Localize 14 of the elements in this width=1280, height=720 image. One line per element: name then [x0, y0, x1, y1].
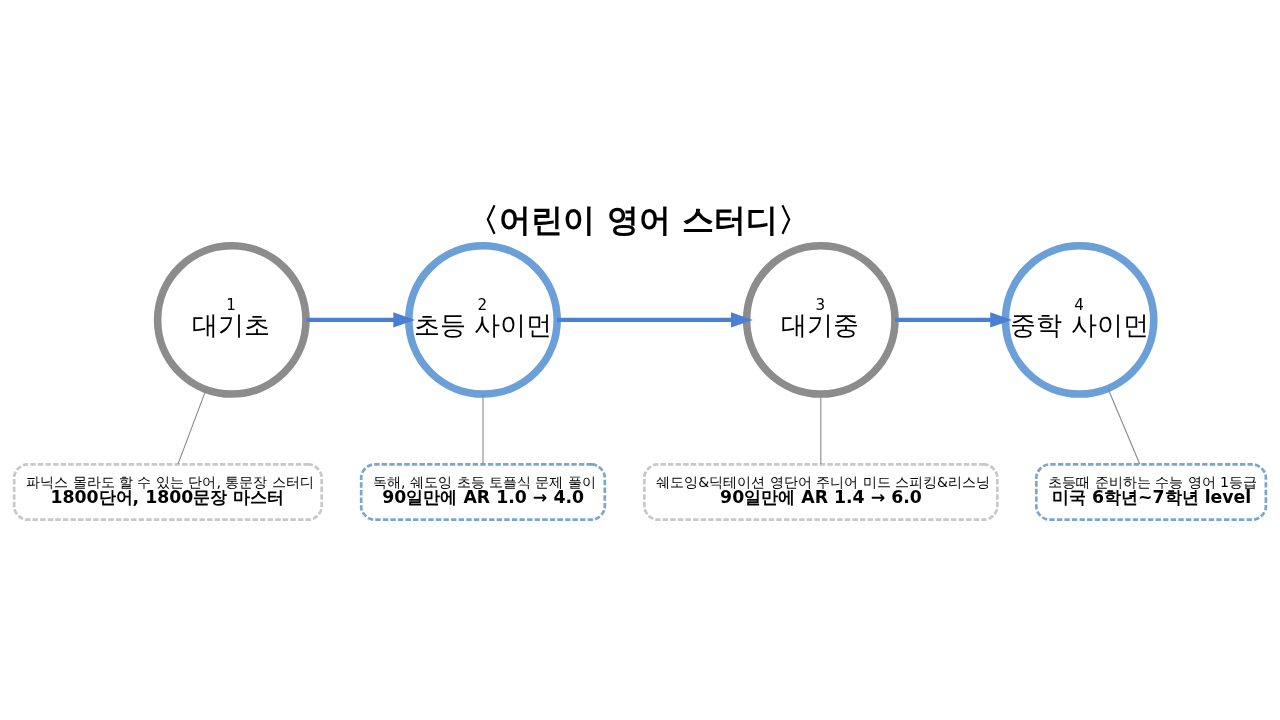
connector: [1107, 387, 1141, 465]
node-circle: 3 대기중: [742, 241, 899, 398]
node-circle: 1 대기초: [153, 241, 310, 398]
arrow: [895, 311, 1012, 327]
node-box: 쉐도잉&딕테이션 영단어 주니어 미드 스피킹&리스닝 90일만에 AR 1.4 → 6.0: [642, 462, 999, 521]
node-circle: 4 중학 사이먼: [1001, 241, 1158, 398]
arrow: [557, 311, 753, 327]
arrow: [306, 311, 416, 327]
node-box: 독해, 쉐도잉 초등 토플식 문제 풀이 90일만에 AR 1.0 → 4.0: [359, 462, 607, 521]
diagram-title: 〈어린이 영어 스터디〉: [467, 200, 810, 239]
node-box: 파닉스 몰라도 할 수 있는 단어, 통문장 스터디 1800단어, 1800문장 마스터: [12, 462, 323, 521]
node-box: 초등때 준비하는 수능 영어 1등급 미국 6학년~7학년 level: [1034, 462, 1268, 521]
node-circle: 2 초등 사이먼: [405, 241, 561, 398]
connector: [482, 393, 484, 465]
